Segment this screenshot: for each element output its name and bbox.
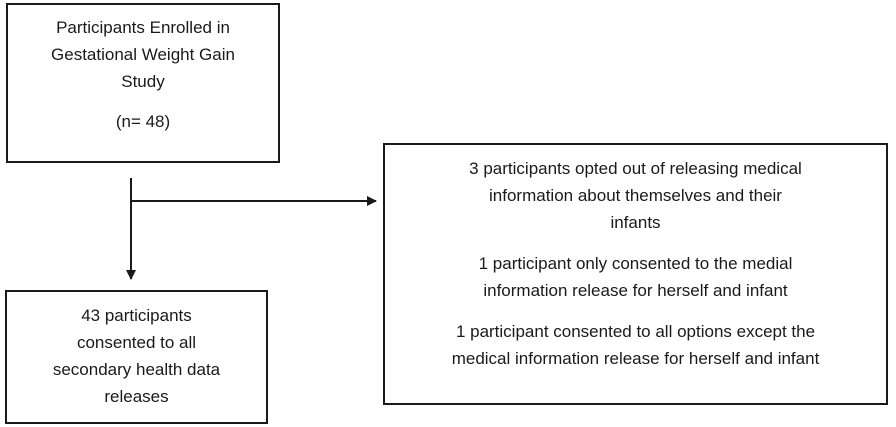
excluded-item-3: 1 participant consented to all options e… — [393, 318, 878, 372]
excluded-item-1-line-3: infants — [610, 213, 661, 232]
consented-line-2: consented to all — [76, 333, 197, 352]
excluded-item-2-line-2: information release for herself and infa… — [483, 281, 788, 300]
excluded-item-2-line-1: 1 participant only consented to the medi… — [478, 254, 793, 273]
excluded-item-3-line-1: 1 participant consented to all options e… — [455, 322, 816, 341]
consented-participants-box: 43 participants consented to all seconda… — [5, 290, 268, 424]
enrolled-line-2: Gestational Weight Gain — [51, 45, 235, 64]
enrolled-count: (n= 48) — [115, 112, 171, 131]
enrolled-line-1: Participants Enrolled in — [56, 18, 230, 37]
excluded-item-3-line-2: medical information release for herself … — [451, 349, 820, 368]
enrolled-line-3: Study — [121, 72, 165, 91]
enrolled-participants-box: Participants Enrolled in Gestational Wei… — [6, 3, 280, 163]
consented-line-3: secondary health data — [52, 360, 221, 379]
excluded-item-2: 1 participant only consented to the medi… — [393, 250, 878, 304]
excluded-item-1-line-2: information about themselves and their — [489, 186, 782, 205]
excluded-item-1-line-1: 3 participants opted out of releasing me… — [469, 159, 802, 178]
excluded-participants-box: 3 participants opted out of releasing me… — [383, 143, 888, 405]
consented-line-4: releases — [104, 387, 169, 406]
excluded-item-1: 3 participants opted out of releasing me… — [393, 155, 878, 236]
consented-line-1: 43 participants — [81, 306, 192, 325]
